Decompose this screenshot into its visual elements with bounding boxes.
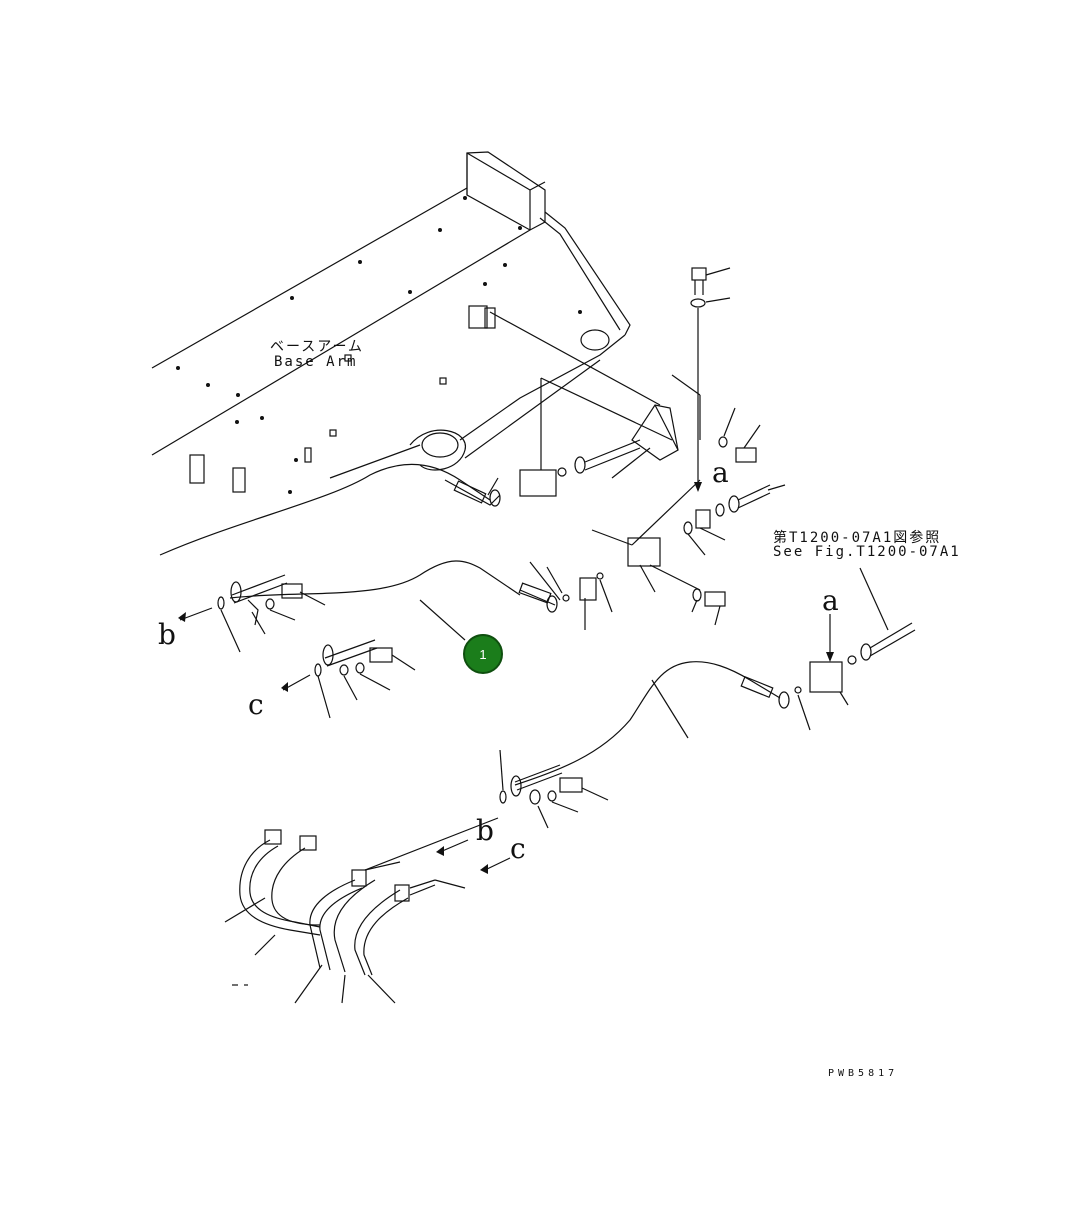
marker-c-left: c xyxy=(248,688,264,721)
right-hose xyxy=(514,567,916,786)
marker-b-left: b xyxy=(158,618,176,651)
part-callout-badge[interactable]: 1 xyxy=(463,634,503,674)
bottom-fitting xyxy=(499,749,609,829)
marker-a-top: a xyxy=(712,456,729,489)
drawing-code: PWB5817 xyxy=(828,1068,899,1079)
reference-label-jp: 第T1200-07A1図参照 xyxy=(773,530,942,546)
marker-b-bottom: b xyxy=(476,814,494,847)
base-arm-label-jp: ベースアーム xyxy=(270,339,365,355)
upper-hose-group xyxy=(229,377,786,641)
reference-label-en: See Fig.T1200-07A1 xyxy=(773,544,961,560)
base-arm-label-en: Base Arm xyxy=(274,354,358,370)
marker-a-right: a xyxy=(822,584,839,617)
marker-c-bottom: c xyxy=(510,832,526,865)
base-arm xyxy=(151,151,631,556)
left-hose-ends xyxy=(178,574,416,719)
pipe-bundle xyxy=(224,817,511,1004)
